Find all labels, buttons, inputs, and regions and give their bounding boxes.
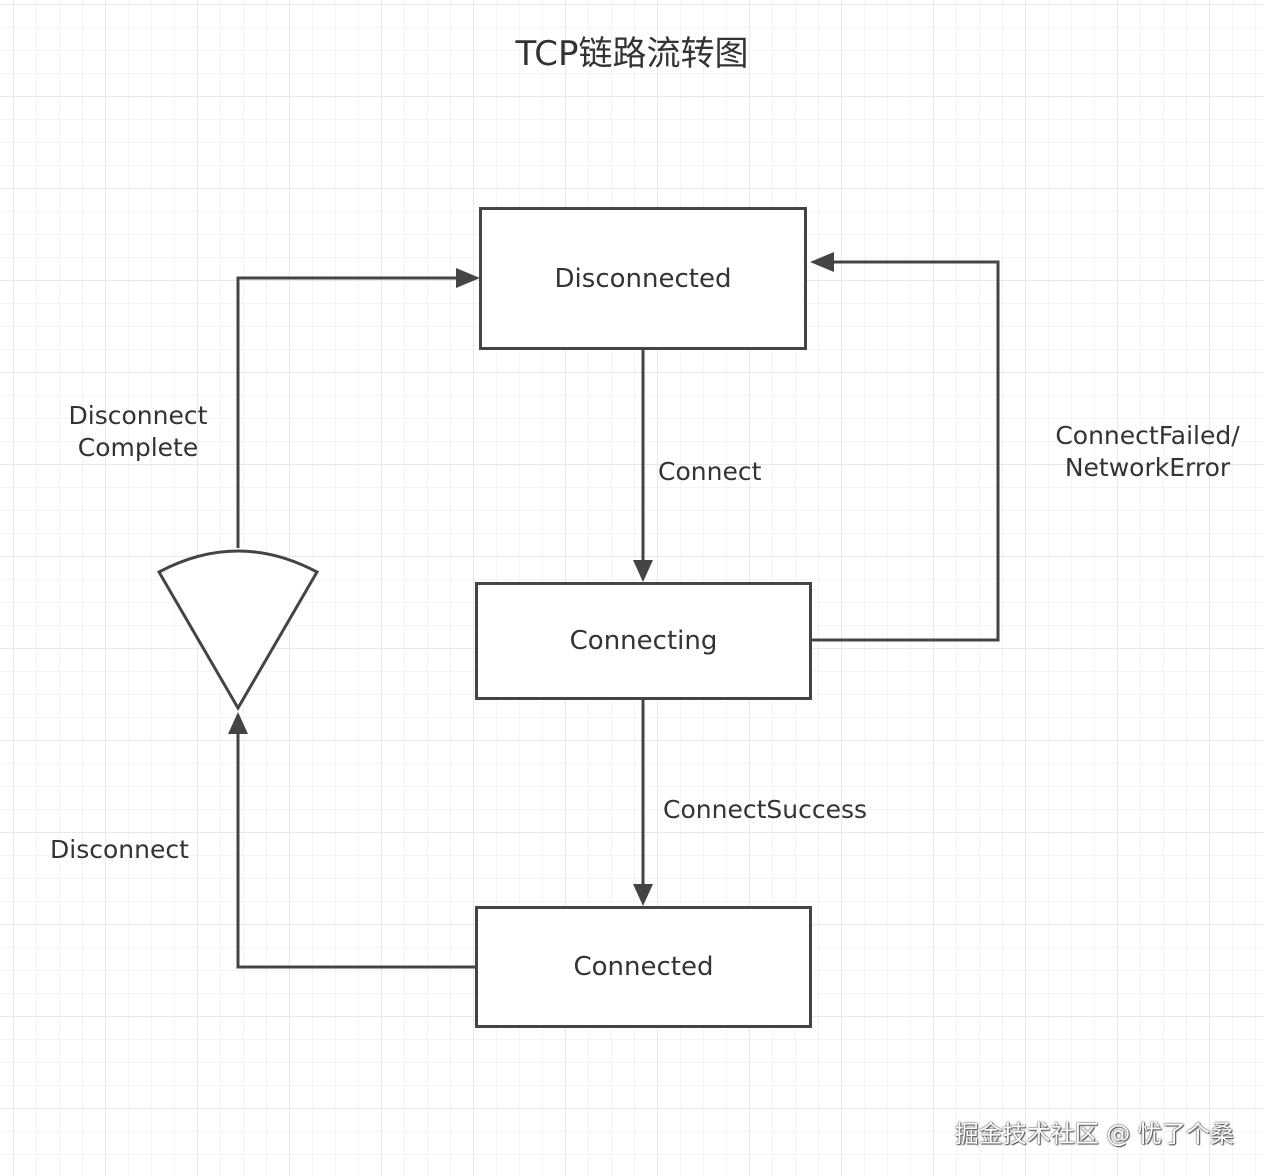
state-connecting: Connecting bbox=[475, 582, 812, 700]
arrowhead-connect bbox=[633, 560, 653, 582]
state-connecting-label: Connecting bbox=[569, 626, 718, 656]
edge-connect-failed-label-line2: NetworkError bbox=[1064, 453, 1231, 482]
diagram-title: TCP链路流转图 bbox=[515, 34, 749, 74]
state-connected: Connected bbox=[475, 906, 812, 1028]
state-disconnected-label: Disconnected bbox=[554, 263, 732, 294]
edge-connect-failed-label-line1: ConnectFailed/ bbox=[1055, 421, 1240, 450]
edge-disconnect-line bbox=[236, 730, 476, 969]
edge-connect-success-label: ConnectSuccess bbox=[663, 795, 868, 824]
arrowhead-connect-failed bbox=[810, 252, 834, 272]
disconnecting-wedge-node bbox=[156, 549, 320, 711]
arrowhead-disconnect bbox=[228, 712, 248, 734]
edge-disconnect-complete-label-line1: Disconnect bbox=[68, 401, 208, 430]
state-disconnected: Disconnected bbox=[479, 207, 807, 350]
edge-disconnect-complete-line bbox=[236, 276, 458, 548]
edge-disconnect-label: Disconnect bbox=[50, 835, 189, 864]
edge-disconnect-complete-label: Disconnect Complete bbox=[50, 400, 226, 464]
state-connected-label: Connected bbox=[573, 952, 714, 982]
edge-connect-label: Connect bbox=[658, 457, 762, 486]
arrowhead-disconnect-complete bbox=[456, 268, 480, 288]
edge-disconnect-complete-label-line2: Complete bbox=[77, 433, 199, 462]
arrowhead-connect-success bbox=[633, 884, 653, 906]
watermark: 掘金技术社区 @ 忧了个桑 bbox=[954, 1120, 1234, 1148]
edge-connect-failed-label: ConnectFailed/ NetworkError bbox=[1040, 420, 1255, 484]
edge-connect-failed-line bbox=[810, 260, 1000, 642]
